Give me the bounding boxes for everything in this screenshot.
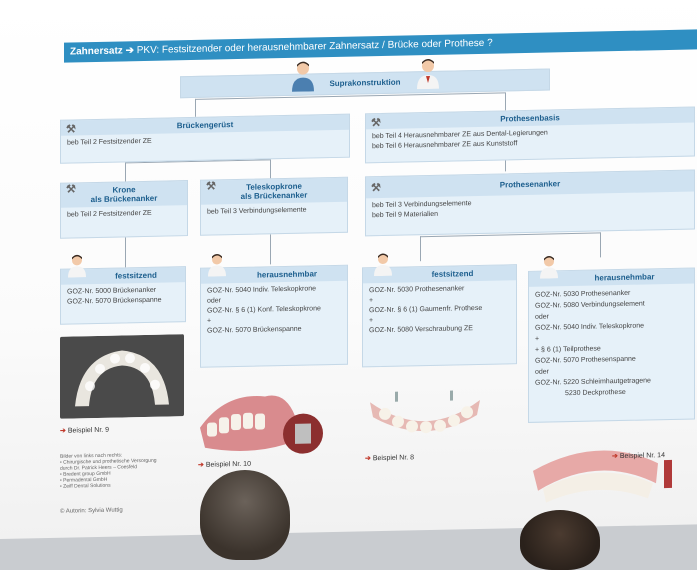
denture-photo-2 <box>365 380 485 443</box>
herausnehmbar-line: GOZ-Nr. 5070 Brückenspanne <box>207 324 341 337</box>
connector-line <box>270 234 271 264</box>
festsitzend-title-1: festsitzend <box>115 271 157 281</box>
supra-box: Suprakonstruktion <box>180 68 550 98</box>
denture-photo-1 <box>195 385 325 458</box>
brueckengeruest-title: Brückengerüst <box>177 120 233 130</box>
herausnehmbar-box-2: herausnehmbar GOZ-Nr. 5030 Prothesenanke… <box>528 267 695 422</box>
beispiel-14-label: Beispiel Nr. 14 <box>620 452 665 460</box>
dentist-icon <box>206 252 228 276</box>
beispiel-8: ➔ Beispiel Nr. 8 <box>365 453 414 462</box>
credits-line: • Zeiff Dental Solutions <box>60 481 190 490</box>
bridge-photo <box>60 334 184 419</box>
slide-title-bar: Zahnersatz ➔ PKV: Festsitzender oder her… <box>64 29 697 62</box>
brueckengeruest-line: beb Teil 2 Festsitzender ZE <box>67 133 343 149</box>
wrench-icon: ⚒ <box>371 181 381 194</box>
audience-head-1 <box>200 470 290 560</box>
prothesenanker-title: Prothesenanker <box>500 179 560 189</box>
dentist-icon <box>538 254 560 278</box>
prothesenanker-box: ⚒Prothesenanker beb Teil 3 Verbindungsel… <box>365 169 695 236</box>
author-text: © Autorin: Sylvia Wuttig <box>60 507 123 514</box>
festsitzend-line: GOZ-Nr. 5080 Verschraubung ZE <box>369 323 510 336</box>
connector-line <box>270 159 271 179</box>
festsitzend-box-2: festsitzend GOZ-Nr. 5030 Prothesenanker … <box>362 264 517 367</box>
teleskop-subtitle: als Brückenanker <box>205 190 343 202</box>
brueckengeruest-box: ⚒ Brückengerüst beb Teil 2 Festsitzender … <box>60 114 350 164</box>
connector-line <box>600 232 601 257</box>
beispiel-10: ➔ Beispiel Nr. 10 <box>198 460 251 469</box>
beispiel-14: ➔ Beispiel Nr. 14 <box>612 451 665 460</box>
wrench-icon: ⚒ <box>371 116 381 129</box>
prothesenbasis-box: ⚒Prothesenbasis beb Teil 4 Herausnehmbar… <box>365 106 695 163</box>
beispiel-9: ➔ Beispiel Nr. 9 <box>60 426 109 435</box>
krone-line: beb Teil 2 Festsitzender ZE <box>67 208 181 220</box>
teleskop-line: beb Teil 3 Verbindungselemente <box>207 205 341 218</box>
beispiel-10-label: Beispiel Nr. 10 <box>206 461 251 469</box>
beispiel-9-label: Beispiel Nr. 9 <box>68 427 109 435</box>
connector-line <box>420 236 421 261</box>
doctor-icon <box>415 57 441 90</box>
title-text: PKV: Festsitzender oder herausnehmbarer … <box>134 38 493 57</box>
audience-head-2 <box>520 510 600 570</box>
connector-line <box>505 159 506 171</box>
presentation-slide: Zahnersatz ➔ PKV: Festsitzender oder her… <box>0 0 697 539</box>
dentist-icon <box>290 59 316 92</box>
herausnehmbar-box-1: herausnehmbar GOZ-Nr. 5040 Indiv. Telesk… <box>200 265 348 368</box>
herausnehmbar-title-1: herausnehmbar <box>257 269 317 279</box>
title-bold: Zahnersatz ➔ <box>70 45 134 57</box>
denture-photo-3 <box>528 438 678 511</box>
connector-line <box>505 92 506 110</box>
image-credits: Bilder von links nach rechts: • Chirurgi… <box>60 451 190 490</box>
doctor-icon <box>66 253 88 277</box>
prothesenbasis-title: Prothesenbasis <box>500 113 560 123</box>
beispiel-8-label: Beispiel Nr. 8 <box>373 454 414 462</box>
wrench-icon: ⚒ <box>66 185 76 194</box>
author-credit: © Autorin: Sylvia Wuttig <box>60 507 123 514</box>
connector-line <box>125 237 126 267</box>
herausnehmbar-title-2: herausnehmbar <box>594 272 654 282</box>
connector-line <box>195 99 196 117</box>
festsitzend-title-2: festsitzend <box>432 269 474 279</box>
doctor-icon <box>372 252 394 276</box>
krone-subtitle: als Brückenanker <box>65 193 183 204</box>
festsitzend-line: GOZ-Nr. 5070 Brückenspanne <box>67 295 179 307</box>
wrench-icon: ⚒ <box>66 122 76 135</box>
connector-line <box>125 162 126 182</box>
wrench-icon: ⚒ <box>206 182 216 191</box>
